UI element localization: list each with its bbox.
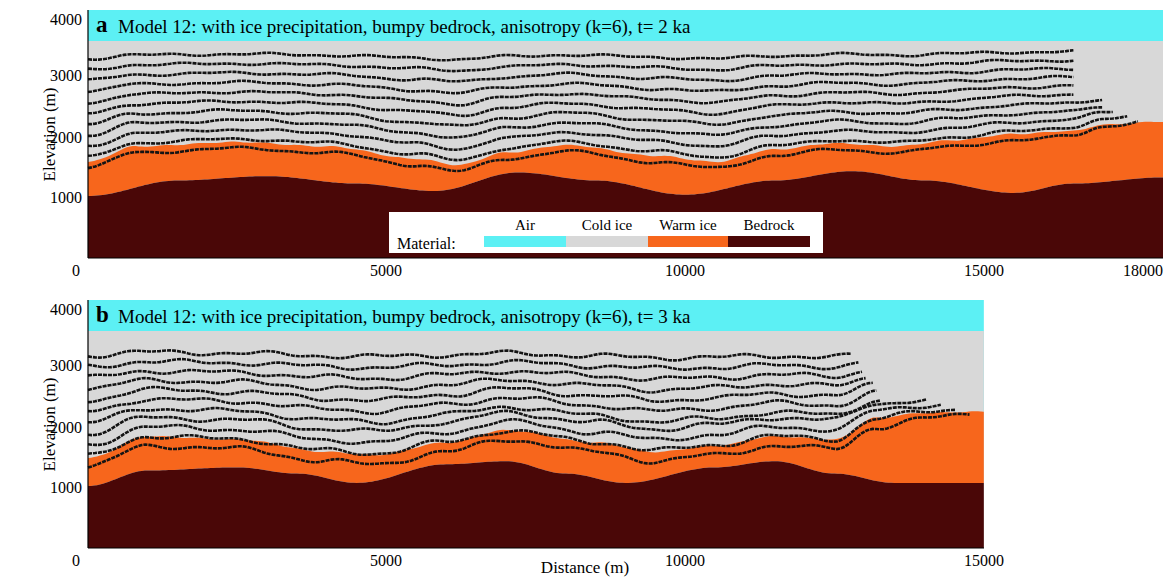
tick-label: 15000 [964,553,1004,569]
tick-label: 15000 [964,263,1004,279]
layer-line [88,95,1073,116]
tick-label: 4000 [50,302,82,318]
tick-label: 2000 [50,130,82,146]
layer-line [88,107,1102,137]
tick-label: 1000 [50,480,82,496]
layer-line [88,116,1127,160]
tick-label: 0 [72,263,80,279]
tick-label: 3000 [50,358,82,374]
axis-title: Distance (m) [541,559,629,576]
legend-swatch [566,236,648,247]
cold-ice [88,41,1163,258]
bedrock [88,461,984,548]
layer-line [88,370,862,381]
panel-letter: b [96,303,109,326]
layer-line [88,50,1073,60]
tick-label: 4000 [50,12,82,28]
layer-line [88,76,1073,93]
air [88,300,984,548]
tick-label: 10000 [665,553,705,569]
tick-label: 18000 [1123,263,1163,279]
tick-label: 10000 [665,263,705,279]
bedrock [88,171,1163,258]
axes [88,10,1163,548]
legend-label: Bedrock [744,218,795,233]
cold-ice [88,331,984,548]
legend-swatch [484,236,566,247]
air [88,10,1163,258]
tick-label: 1000 [50,190,82,206]
panel-title: Model 12: with ice precipitation, bumpy … [118,17,690,36]
layer-line [88,68,1073,81]
panel-letter: a [96,13,108,36]
panel-b [88,300,984,548]
legend-label: Cold ice [582,218,632,233]
tick-label: 5000 [370,263,402,279]
legend-swatch [648,236,728,247]
panel-a [88,10,1163,258]
legend-swatch [728,236,810,247]
layer-line [88,60,1073,71]
layer-line [88,378,866,392]
tick-label: 5000 [370,553,402,569]
layer-line [88,383,873,402]
legend-label: Air [515,218,535,233]
tick-label: 3000 [50,68,82,84]
layer-line [88,350,851,360]
tick-label: 0 [72,553,80,569]
tick-label: 2000 [50,420,82,436]
layer-line [88,359,858,370]
panel-title: Model 12: with ice precipitation, bumpy … [118,307,690,326]
layer-line [88,85,1073,105]
legend-label: Warm ice [659,218,717,233]
legend-heading: Material: [397,236,456,252]
